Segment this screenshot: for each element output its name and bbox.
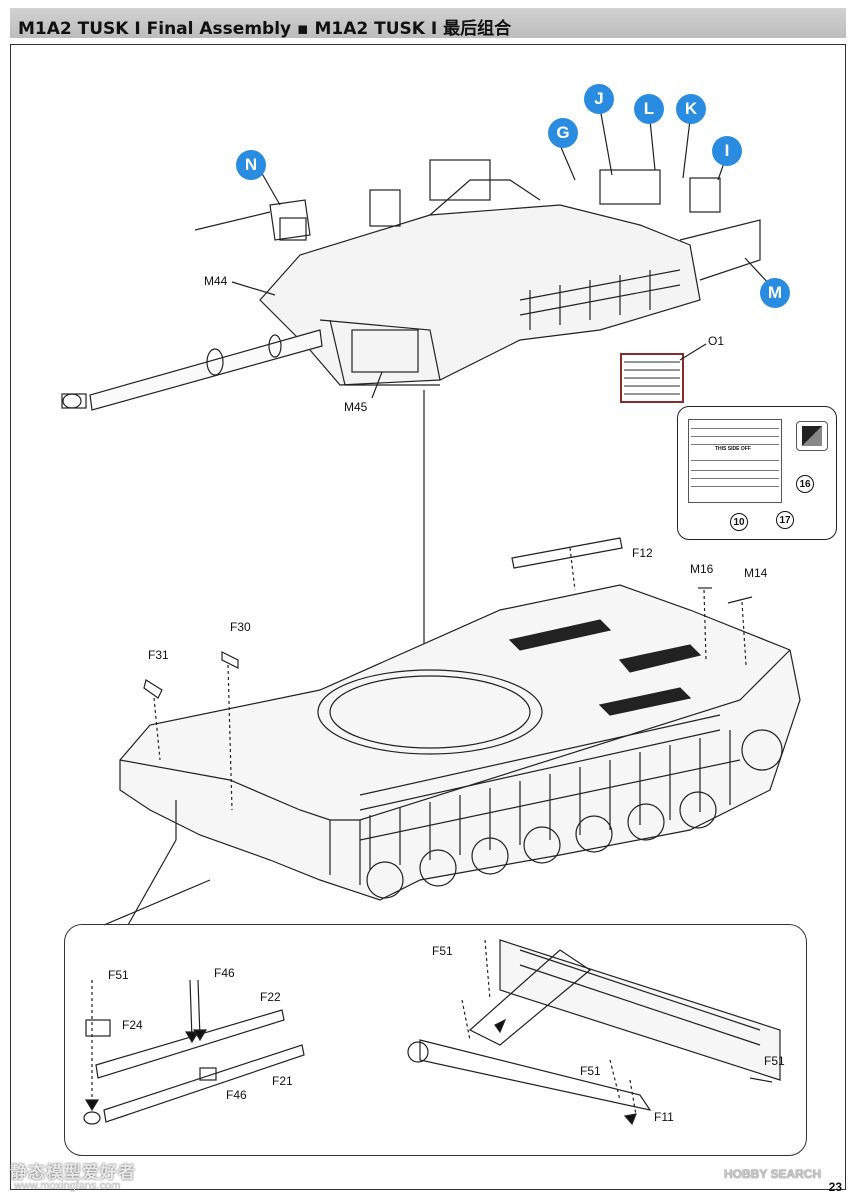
part-label-m44: M44 — [204, 274, 228, 288]
page-title: M1A2 TUSK I Final Assembly ▪ M1A2 TUSK I… — [18, 19, 512, 39]
part-label-m14: M14 — [744, 566, 768, 580]
part-label-f30: F30 — [230, 620, 251, 634]
callout-m-badge: M — [760, 278, 790, 308]
decal-sheet: THIS SIDE OFF — [688, 419, 782, 503]
instruction-frame — [10, 44, 846, 1190]
callout-i-badge: I — [712, 136, 742, 166]
callout-k-badge: K — [676, 94, 706, 124]
part-label-f21: F21 — [272, 1074, 293, 1088]
page-number: 23 — [828, 1180, 842, 1194]
page-header: M1A2 TUSK I Final Assembly ▪ M1A2 TUSK I… — [10, 8, 846, 39]
callout-j-badge: J — [584, 84, 614, 114]
part-label-f22: F22 — [260, 990, 281, 1004]
turret-drawing — [61, 159, 761, 411]
part-label-f24: F24 — [122, 1018, 143, 1032]
part-label-f31: F31 — [148, 648, 169, 662]
decal-number-10: 10 — [730, 513, 748, 531]
callout-l-badge: L — [634, 94, 664, 124]
watermark-left-url: www.moxingfans.com — [14, 1180, 121, 1192]
callout-n-badge: N — [236, 150, 266, 180]
bottom-right-drawing — [407, 939, 781, 1126]
decal-inset: THIS SIDE OFF 16 17 10 — [677, 406, 837, 540]
part-label-f51-right-top: F51 — [432, 944, 453, 958]
part-label-o1: O1 — [708, 334, 725, 348]
watermark-right: HOBBY SEARCH — [724, 1167, 822, 1181]
hull-drawing — [119, 537, 801, 901]
part-label-f12: F12 — [632, 546, 653, 560]
part-label-f51-right-mid: F51 — [580, 1064, 601, 1078]
part-label-m45: M45 — [344, 400, 368, 414]
part-label-f51-left: F51 — [108, 968, 129, 982]
bottom-left-drawing — [83, 979, 305, 1125]
part-label-f11: F11 — [654, 1110, 674, 1124]
callout-g-badge: G — [548, 118, 578, 148]
part-label-f46-bottom: F46 — [226, 1088, 247, 1102]
part-label-f46-top: F46 — [214, 966, 235, 980]
part-label-m16: M16 — [690, 562, 714, 576]
watermark-left: 静态模型爱好者 — [10, 1163, 136, 1182]
decal-sheet-text: THIS SIDE OFF — [715, 446, 751, 452]
decal-number-16: 16 — [796, 475, 814, 493]
paint-swatch-icon — [796, 421, 828, 451]
decal-number-17: 17 — [776, 511, 794, 529]
detail-box — [64, 924, 807, 1156]
part-label-f51-right-end: F51 — [764, 1054, 785, 1068]
